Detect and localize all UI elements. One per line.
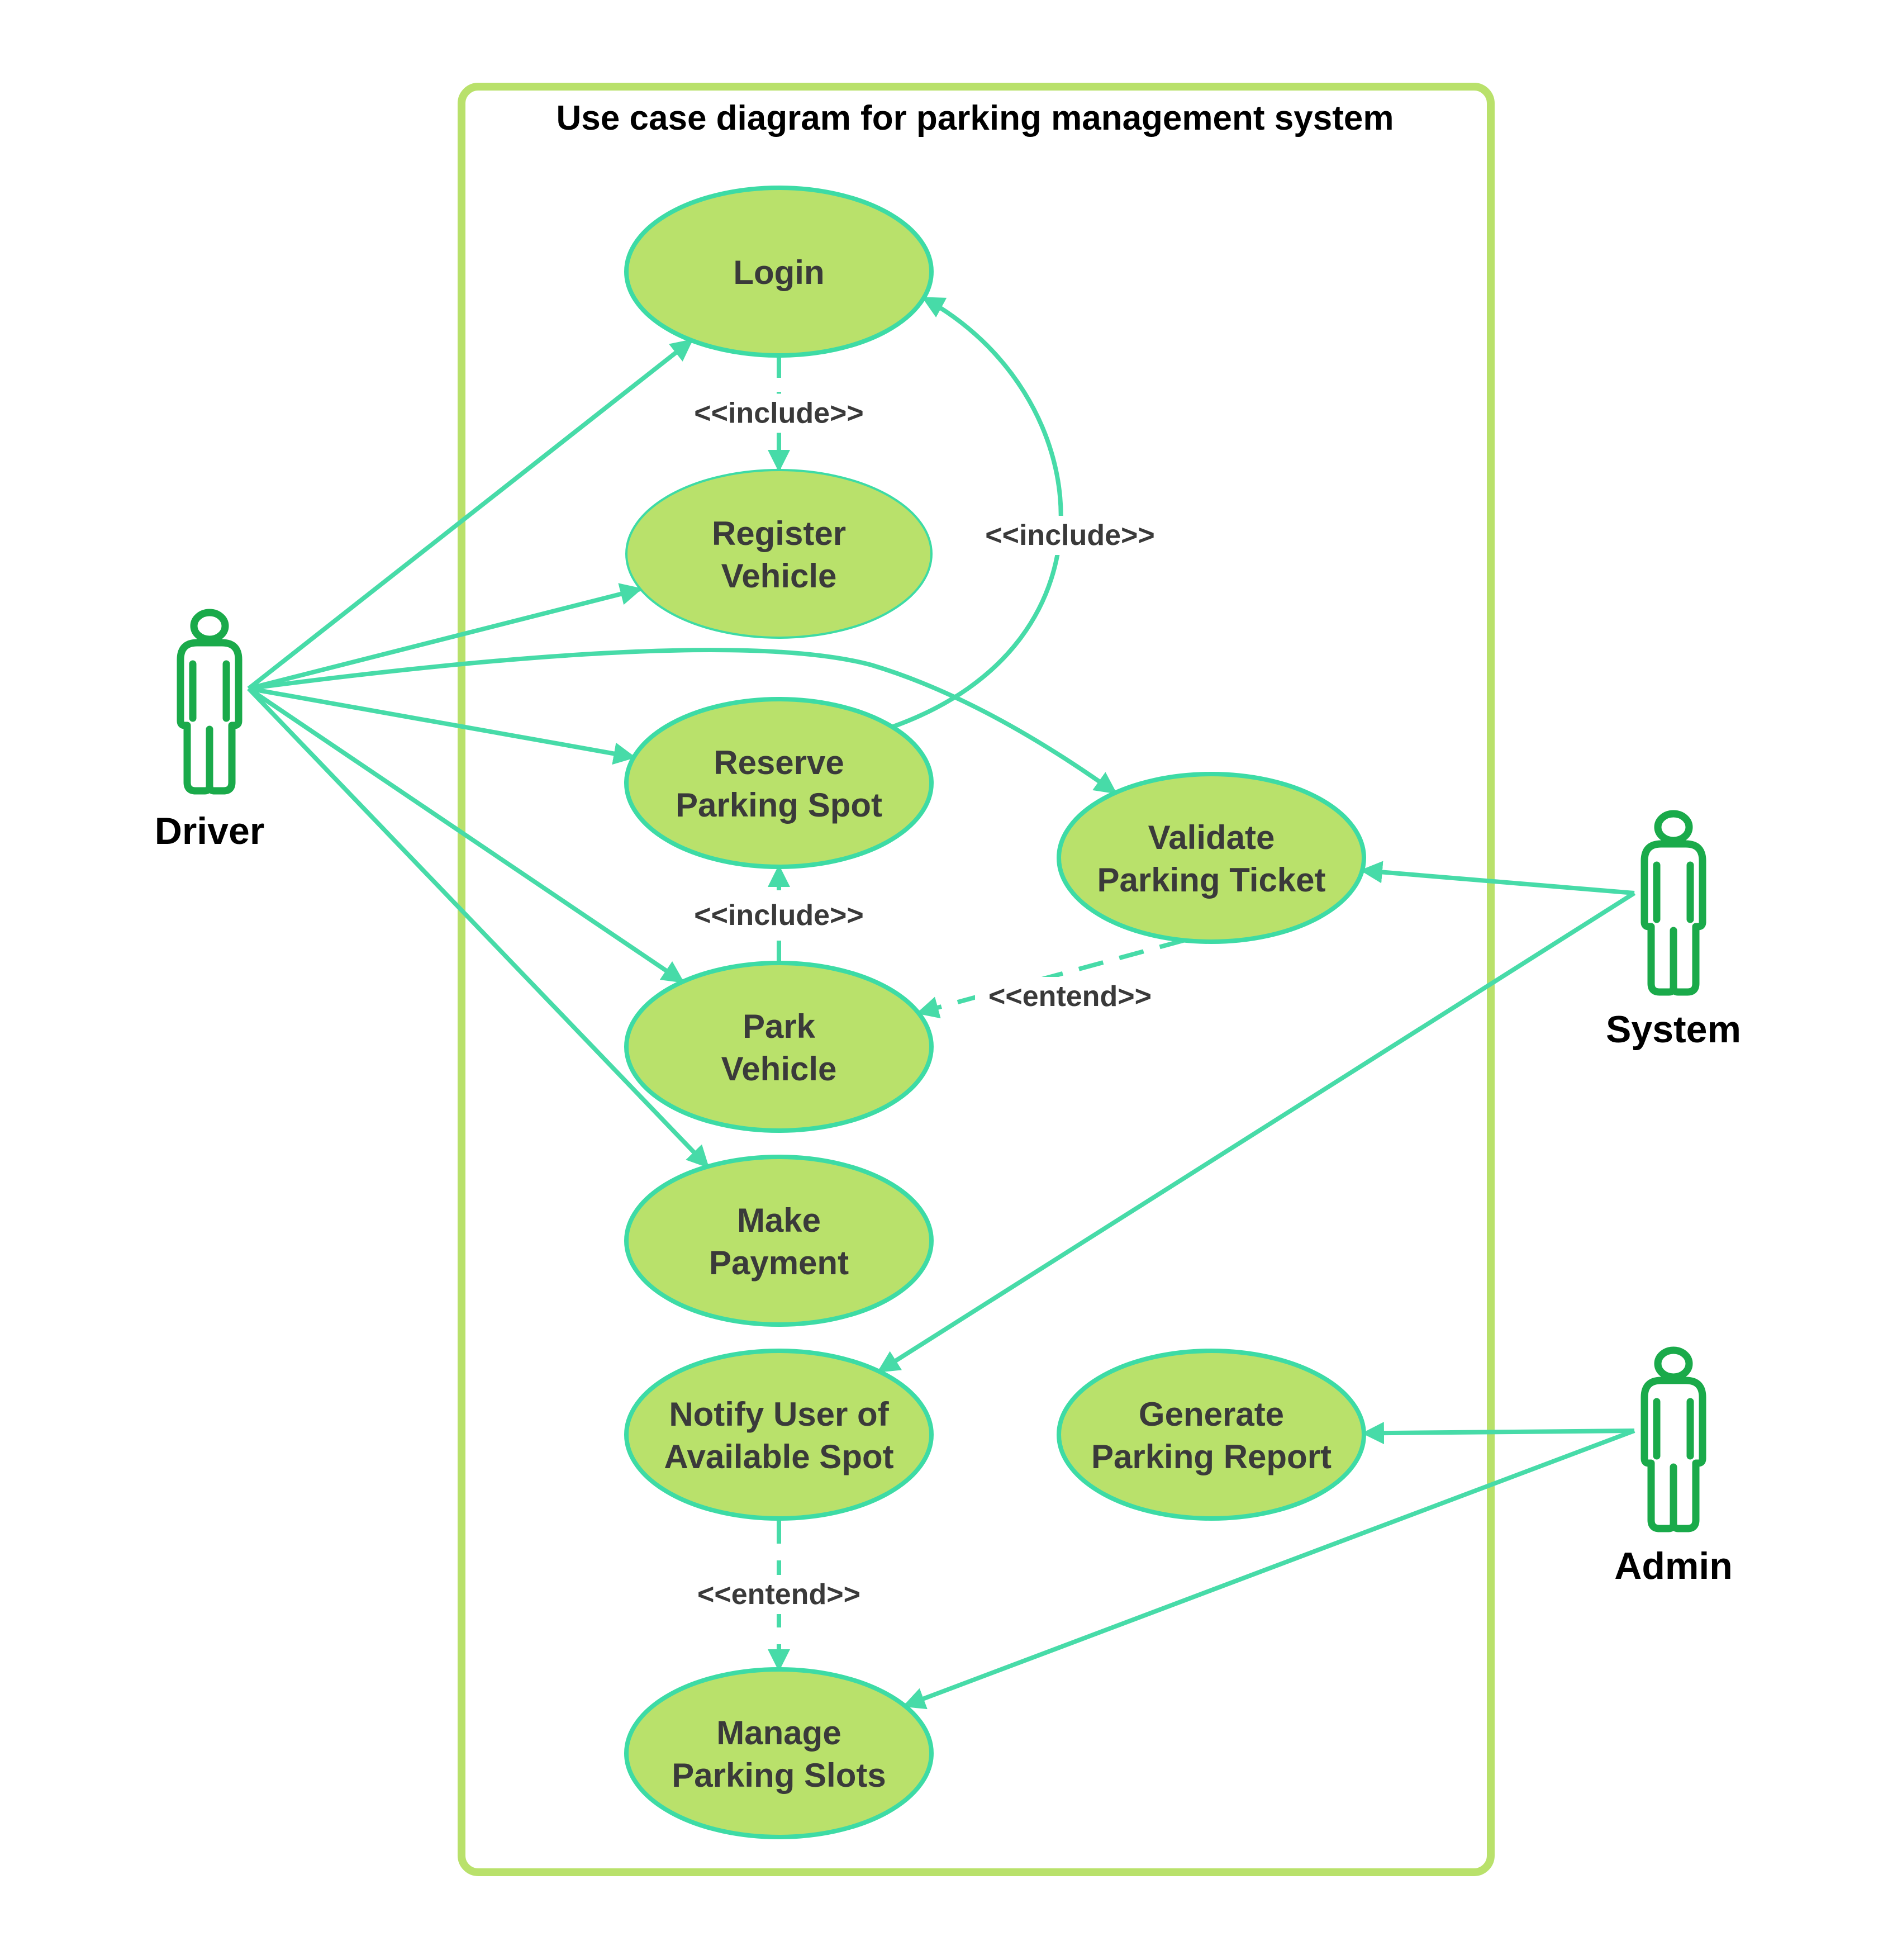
- use-case-label: Validate: [1148, 819, 1275, 856]
- actor-system-icon: [1644, 814, 1703, 992]
- use-case-ellipse: [625, 469, 933, 639]
- stereotype-label: <<include>>: [985, 519, 1155, 552]
- system-boundary: [458, 83, 1495, 1876]
- connector-admin-report: [1361, 1422, 1635, 1445]
- stereotype-labels: <<include>> <<include>> <<include>> <<enten…: [684, 393, 1165, 1614]
- actor-admin-icon: [1644, 1350, 1703, 1529]
- use-case-ellipse: [624, 1155, 934, 1327]
- use-case-ellipse: [1057, 1349, 1366, 1521]
- use-case-label: Make: [737, 1202, 821, 1239]
- use-case-label: Parking Ticket: [1097, 861, 1325, 899]
- use-case-label: Manage: [716, 1714, 841, 1752]
- stereotype-background: [975, 516, 1165, 555]
- actor-driver[interactable]: Driver: [155, 613, 265, 852]
- connector-driver-validate: [248, 648, 1118, 795]
- actor-driver-label: Driver: [155, 810, 265, 852]
- connector-system-validate: [1359, 861, 1635, 895]
- use-case-ellipse: [624, 1349, 934, 1521]
- stereotype-label: <<include>>: [694, 899, 864, 932]
- connector-driver-register: [248, 583, 643, 691]
- use-case-label: Payment: [709, 1244, 849, 1282]
- connector-driver-park: [247, 686, 685, 984]
- stereotype-label: <<entend>>: [697, 1578, 860, 1611]
- stereotype-label: <<include>>: [694, 397, 864, 430]
- connector-driver-login: [247, 338, 693, 691]
- use-case-notify[interactable]: Notify User of Available Spot: [624, 1349, 934, 1521]
- use-case-login[interactable]: Login: [624, 186, 934, 358]
- stereotype-background: [684, 1575, 874, 1614]
- connectors: [247, 296, 1636, 1710]
- stereotype-background: [975, 977, 1165, 1016]
- connector-admin-manage: [902, 1429, 1635, 1710]
- actor-system[interactable]: System: [1606, 814, 1741, 1051]
- use-case-label: Vehicle: [721, 557, 837, 595]
- diagram-title: Use case diagram for parking management …: [557, 99, 1394, 137]
- use-case-label: Reserve: [714, 744, 844, 781]
- use-case-ellipse: [624, 186, 934, 358]
- connector-system-notify: [877, 891, 1636, 1374]
- actor-driver-icon: [180, 613, 239, 791]
- use-case-ellipse: [1057, 772, 1366, 944]
- use-case-ellipse: [624, 697, 934, 869]
- connector-reserve-login: [891, 296, 1063, 729]
- connector-driver-payment: [247, 687, 710, 1169]
- connector-validate-park: [916, 938, 1185, 1019]
- stereotype-label: <<entend>>: [988, 980, 1152, 1013]
- use-case-ellipse: [624, 1667, 934, 1839]
- use-case-label: Vehicle: [721, 1050, 837, 1088]
- use-case-label: Register: [712, 515, 846, 552]
- stereotype-background: [684, 896, 874, 935]
- use-case-label: Parking Slots: [672, 1757, 886, 1794]
- use-case-ellipse: [624, 961, 934, 1133]
- connector-driver-reserve: [248, 686, 636, 765]
- use-case-label: Park: [743, 1008, 816, 1045]
- actor-admin[interactable]: Admin: [1614, 1350, 1733, 1587]
- use-case-label: Notify User of: [669, 1396, 889, 1433]
- use-case-label: Generate: [1139, 1396, 1284, 1433]
- use-case-label: Parking Report: [1091, 1438, 1332, 1475]
- use-case-label: Available Spot: [664, 1438, 893, 1475]
- stereotype-background: [684, 393, 874, 433]
- use-case-label: Parking Spot: [676, 786, 882, 824]
- actor-admin-label: Admin: [1614, 1545, 1733, 1587]
- actor-system-label: System: [1606, 1008, 1741, 1051]
- use-case-label: Login: [733, 254, 824, 291]
